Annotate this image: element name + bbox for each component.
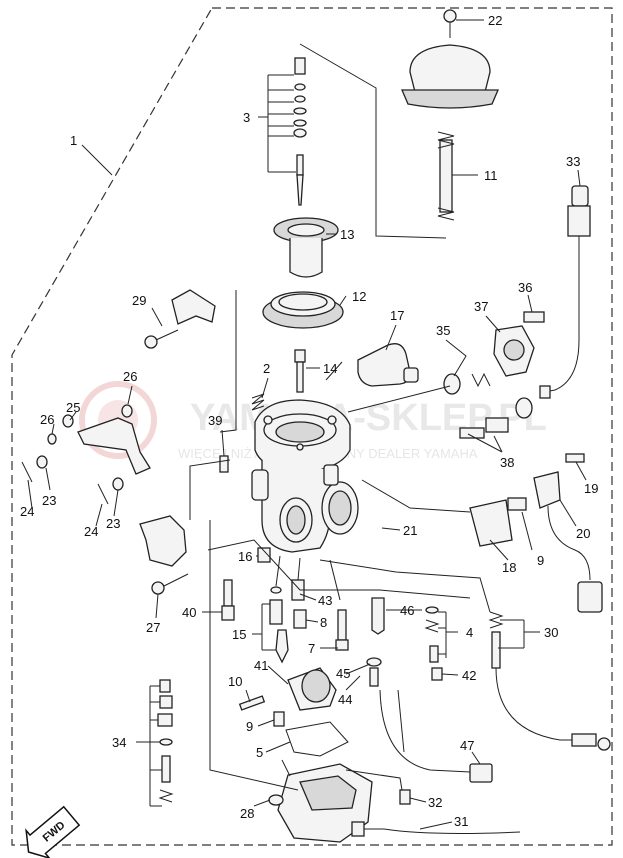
callout-10: 10: [228, 674, 242, 689]
callout-11: 11: [484, 168, 498, 183]
callout-19: 19: [584, 481, 598, 496]
part-jet-8: [293, 609, 307, 629]
callout-14: 14: [323, 361, 337, 376]
part-piston-valve: [273, 217, 339, 278]
part-cable-30: [488, 611, 611, 751]
part-pin-10: [238, 695, 266, 711]
callout-21: 21: [403, 523, 417, 538]
callout-32: 32: [428, 795, 442, 810]
part-drain-screw-31: [351, 821, 521, 837]
part-pilot-screw-set: [424, 606, 440, 663]
part-gasket-5: [285, 721, 349, 757]
callout-16: 16: [238, 549, 252, 564]
callout-23-left: 23: [42, 493, 56, 508]
callout-12: 12: [352, 289, 366, 304]
part-plug-16: [257, 547, 271, 563]
callout-4: 4: [466, 625, 473, 640]
callout-42: 42: [462, 668, 476, 683]
part-spring-rod: [437, 131, 455, 221]
part-bracket-25: [21, 404, 151, 505]
callout-38: 38: [500, 455, 514, 470]
part-diaphragm: [262, 291, 344, 329]
callout-26-left: 26: [40, 412, 54, 427]
callouts: 1 2 3 4 5 7 8 9 9 10 11 12 13 14 15 16 1…: [20, 13, 598, 829]
part-carburetor-body: [251, 399, 359, 553]
part-clip-46: [371, 597, 385, 635]
part-lever-assembly: [139, 515, 189, 595]
part-choke-cap: [357, 343, 419, 387]
part-float: [287, 667, 337, 711]
callout-24-left: 24: [20, 504, 34, 519]
callout-45: 45: [336, 666, 350, 681]
part-screw-42: [431, 667, 443, 681]
part-bracket-29: [144, 289, 216, 349]
part-screw-14: [294, 349, 306, 393]
callout-36: 36: [518, 280, 532, 295]
callout-15: 15: [232, 627, 246, 642]
part-screw-9-lower: [273, 711, 285, 727]
callout-34: 34: [112, 735, 126, 750]
part-sensor-lead-47: [379, 689, 493, 783]
part-screw-7: [335, 609, 349, 651]
callout-37: 37: [474, 299, 488, 314]
part-float-bowl: [268, 763, 373, 843]
callout-5: 5: [256, 745, 263, 760]
part-washer-45: [366, 657, 382, 687]
part-throttle-position-sensor: [469, 471, 603, 613]
callout-41: 41: [254, 658, 268, 673]
callout-2: 2: [263, 361, 270, 376]
callout-9-lower: 9: [246, 719, 253, 734]
callout-35: 35: [436, 323, 450, 338]
callout-17: 17: [390, 308, 404, 323]
part-screw-39: [219, 455, 229, 473]
callout-1: 1: [70, 133, 77, 148]
callout-9-upper: 9: [537, 553, 544, 568]
callout-47: 47: [460, 738, 474, 753]
callout-22: 22: [488, 13, 502, 28]
callout-33: 33: [566, 154, 580, 169]
part-screw-19: [565, 453, 585, 463]
callout-46: 46: [400, 603, 414, 618]
callout-43: 43: [318, 593, 332, 608]
part-top-cover: [401, 9, 499, 109]
part-main-jet-set: [269, 586, 289, 664]
part-jet-set-34: [157, 679, 174, 803]
callout-24-right: 24: [84, 524, 98, 539]
callout-7: 7: [308, 641, 315, 656]
callout-23-right: 23: [106, 516, 120, 531]
callout-25: 25: [66, 400, 80, 415]
leader-lines: [27, 19, 587, 830]
callout-44: 44: [338, 692, 352, 707]
callout-40: 40: [182, 605, 196, 620]
callout-29: 29: [132, 293, 146, 308]
callout-3: 3: [243, 110, 250, 125]
callout-28: 28: [240, 806, 254, 821]
callout-31: 31: [454, 814, 468, 829]
part-throttle-cable: [539, 185, 591, 399]
fwd-direction-marker: FWD: [25, 805, 81, 858]
part-needle-set: [293, 57, 307, 206]
callout-39: 39: [208, 413, 222, 428]
part-screw-32: [399, 789, 411, 805]
callout-26-right: 26: [123, 369, 137, 384]
callout-8: 8: [320, 615, 327, 630]
callout-18: 18: [502, 560, 516, 575]
callout-20: 20: [576, 526, 590, 541]
callout-27: 27: [146, 620, 160, 635]
part-accelerator-pump: [347, 311, 545, 439]
callout-30: 30: [544, 625, 558, 640]
part-hose: [397, 689, 405, 753]
part-spring-2: [251, 393, 265, 411]
part-jet-40: [221, 579, 235, 621]
callout-13: 13: [340, 227, 354, 242]
